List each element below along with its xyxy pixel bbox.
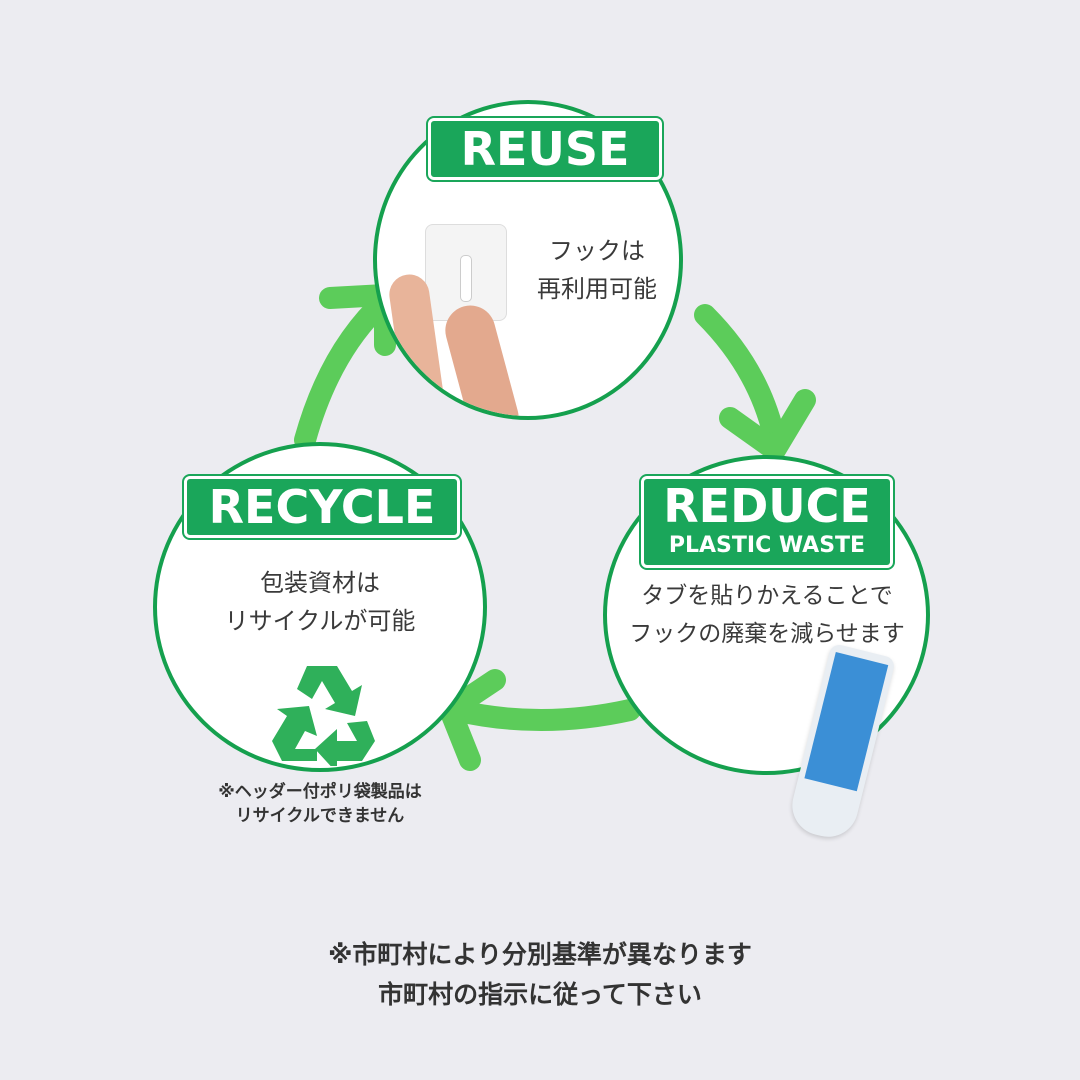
footer-line: ※市町村により分別基準が異なります bbox=[328, 940, 752, 969]
reduce-title: REDUCE bbox=[663, 479, 871, 533]
recycle-icon bbox=[272, 666, 375, 766]
arrow-recycle-to-reuse bbox=[294, 289, 396, 451]
reduce-subtitle: PLASTIC WASTE bbox=[668, 533, 866, 558]
reduce-label: REDUCE PLASTIC WASTE bbox=[641, 476, 893, 568]
reduce-text-line: フックの廃棄を減らせます bbox=[629, 621, 905, 647]
arrow-reuse-to-reduce-head bbox=[719, 389, 816, 461]
reuse-circle: フックは 再利用可能 bbox=[373, 100, 683, 420]
reuse-text-line: 再利用可能 bbox=[537, 275, 657, 303]
footer-line: 市町村の指示に従って下さい bbox=[378, 980, 702, 1009]
arrow-reuse-to-reduce bbox=[694, 304, 786, 451]
reuse-text-line: フックは bbox=[549, 237, 645, 265]
arrow-reduce-to-recycle bbox=[444, 699, 641, 731]
recycle-note-line: リサイクルできません bbox=[235, 806, 405, 826]
recycle-label: RECYCLE bbox=[184, 476, 460, 538]
reuse-label: REUSE bbox=[428, 118, 662, 180]
recycle-text-line: リサイクルが可能 bbox=[224, 607, 416, 635]
recycle-note-line: ※ヘッダー付ポリ袋製品は bbox=[218, 782, 422, 802]
reduce-text-line: タブを貼りかえることで bbox=[641, 583, 893, 609]
recycle-text-line: 包装資材は bbox=[260, 569, 380, 597]
